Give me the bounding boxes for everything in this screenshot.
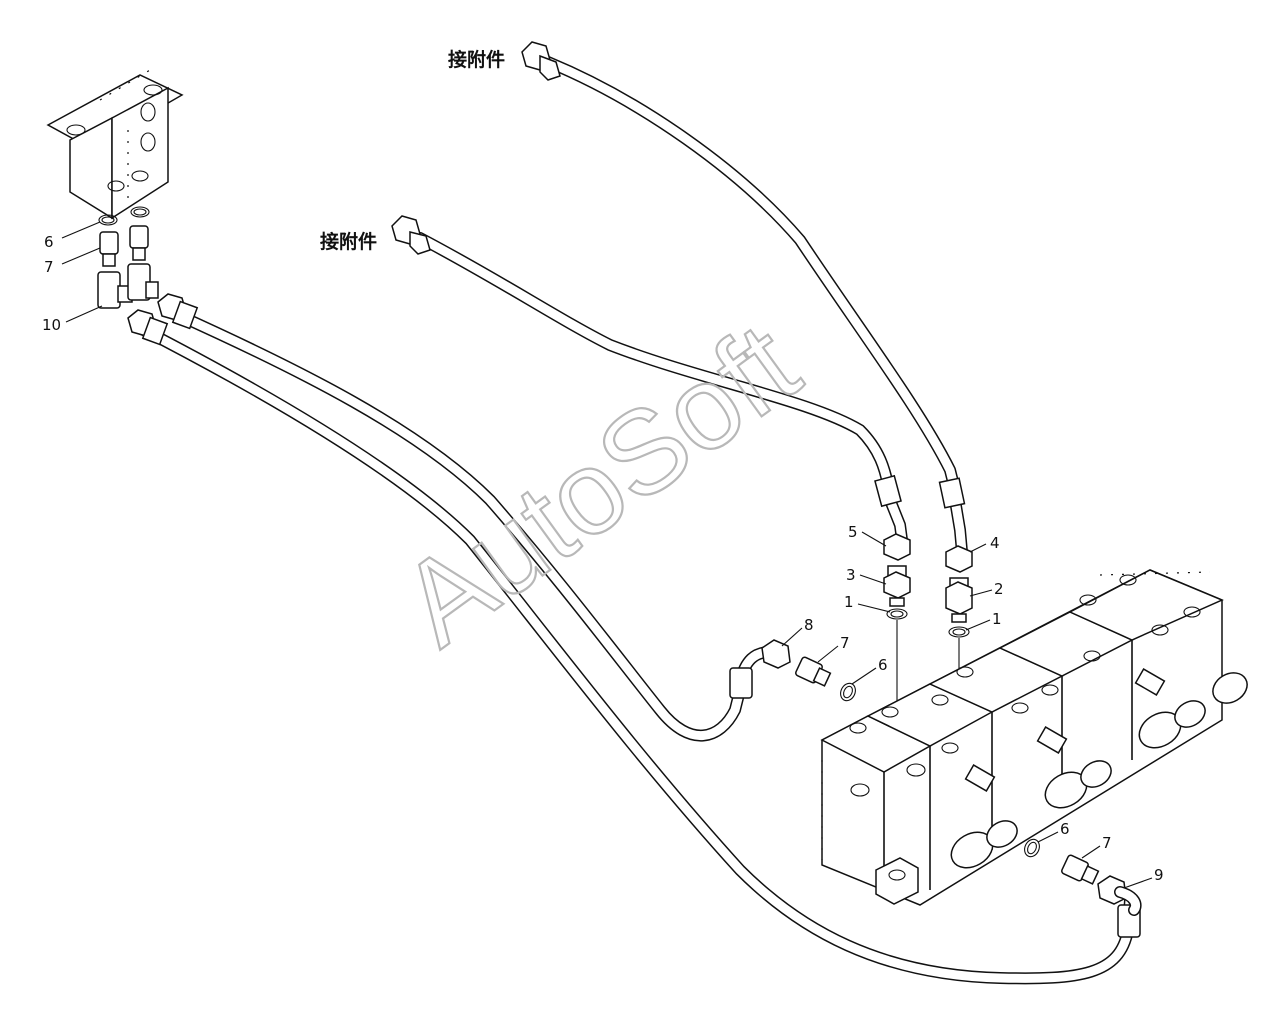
adapter-7-mid	[795, 656, 832, 687]
tube-end-nut-mid	[391, 215, 431, 255]
callout-2: 2	[994, 580, 1004, 598]
callout-7-lower: 7	[1102, 834, 1112, 852]
nut-5	[883, 533, 911, 561]
tube-end-nut-left-upper	[157, 293, 199, 330]
oring-6-left	[98, 206, 150, 226]
callout-5: 5	[848, 523, 858, 541]
callout-8: 8	[804, 616, 814, 634]
attachment-label-mid: 接附件	[320, 230, 377, 253]
tube-upper-to-fitting-8	[172, 309, 776, 742]
nut-8	[761, 639, 791, 669]
tube-attachment-mid	[414, 232, 908, 546]
callout-7-left: 7	[44, 258, 54, 276]
nut-4	[945, 545, 973, 573]
tube-lower-to-fitting-9	[134, 322, 1141, 985]
fitting-7-left	[99, 225, 149, 267]
callout-4: 4	[990, 534, 1000, 552]
callout-6-mid: 6	[878, 656, 888, 674]
adapter-7-lower	[1061, 854, 1100, 885]
tube-end-nut-left-lower	[127, 309, 169, 346]
callout-10: 10	[42, 316, 61, 334]
adapter-2	[945, 577, 973, 623]
tube-end-nut-top	[521, 41, 561, 81]
leader-lines	[61, 221, 1153, 889]
attachment-label-top: 接附件	[448, 48, 505, 71]
mounting-bracket	[46, 69, 184, 220]
oring-1-right	[948, 626, 970, 638]
callout-1-right: 1	[992, 610, 1002, 628]
callout-1-left: 1	[844, 593, 854, 611]
watermark: AutoSoft	[378, 298, 822, 671]
callout-6-lower: 6	[1060, 820, 1070, 838]
callout-6-left: 6	[44, 233, 54, 251]
oring-6-mid	[840, 682, 856, 702]
callout-7-mid: 7	[840, 634, 850, 652]
tube-attachment-top	[542, 56, 968, 558]
oring-6-lower	[1024, 838, 1040, 858]
nut-9	[1097, 875, 1142, 916]
oring-1-left	[886, 608, 908, 620]
control-valve-block	[820, 569, 1248, 906]
adapter-3	[883, 565, 911, 607]
tee-fitting-10	[97, 263, 159, 309]
callout-9: 9	[1154, 866, 1164, 884]
callout-3: 3	[846, 566, 856, 584]
